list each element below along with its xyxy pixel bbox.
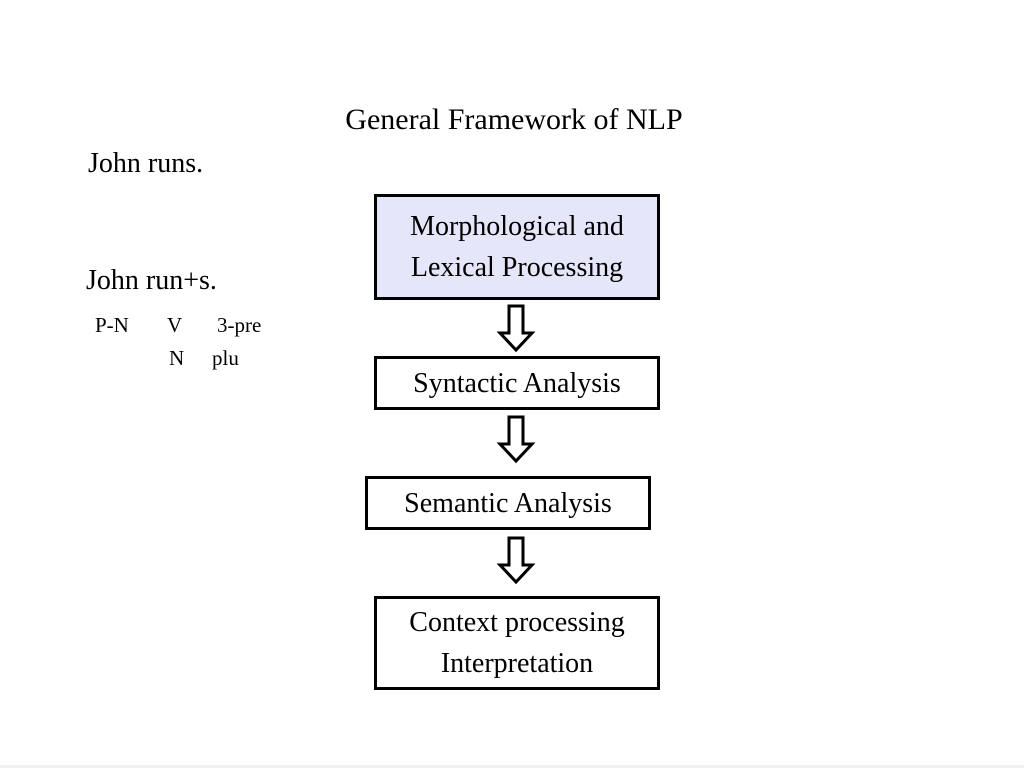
step-label-line: Syntactic Analysis <box>413 367 621 399</box>
step-label-line: Context processing <box>409 607 625 638</box>
page-title: General Framework of NLP <box>345 103 683 136</box>
step-label-line: Interpretation <box>440 648 594 679</box>
tag-third-person-present: 3-pre <box>217 313 262 337</box>
down-arrow-icon <box>496 415 536 464</box>
step-label-line: Lexical Processing <box>410 252 624 283</box>
down-arrow-icon <box>496 304 536 353</box>
tag-verb: V <box>167 313 183 337</box>
morphological-analysis-text: John run+s. <box>86 265 217 296</box>
tag-proper-noun: P-N <box>95 313 129 337</box>
step-syntactic-analysis: Syntactic Analysis <box>374 356 660 410</box>
step-label-line: Morphological and <box>410 211 624 242</box>
step-label-line: Semantic Analysis <box>404 487 612 519</box>
bottom-divider <box>0 765 1024 768</box>
step-morphological-lexical-processing: Morphological and Lexical Processing <box>374 194 660 300</box>
step-semantic-analysis: Semantic Analysis <box>365 476 651 530</box>
step-context-processing-interpretation: Context processing Interpretation <box>374 596 660 690</box>
tag-noun: N <box>169 346 185 370</box>
example-sentence: John runs. <box>88 148 204 179</box>
tag-plural: plu <box>212 346 239 370</box>
down-arrow-icon <box>496 536 536 585</box>
